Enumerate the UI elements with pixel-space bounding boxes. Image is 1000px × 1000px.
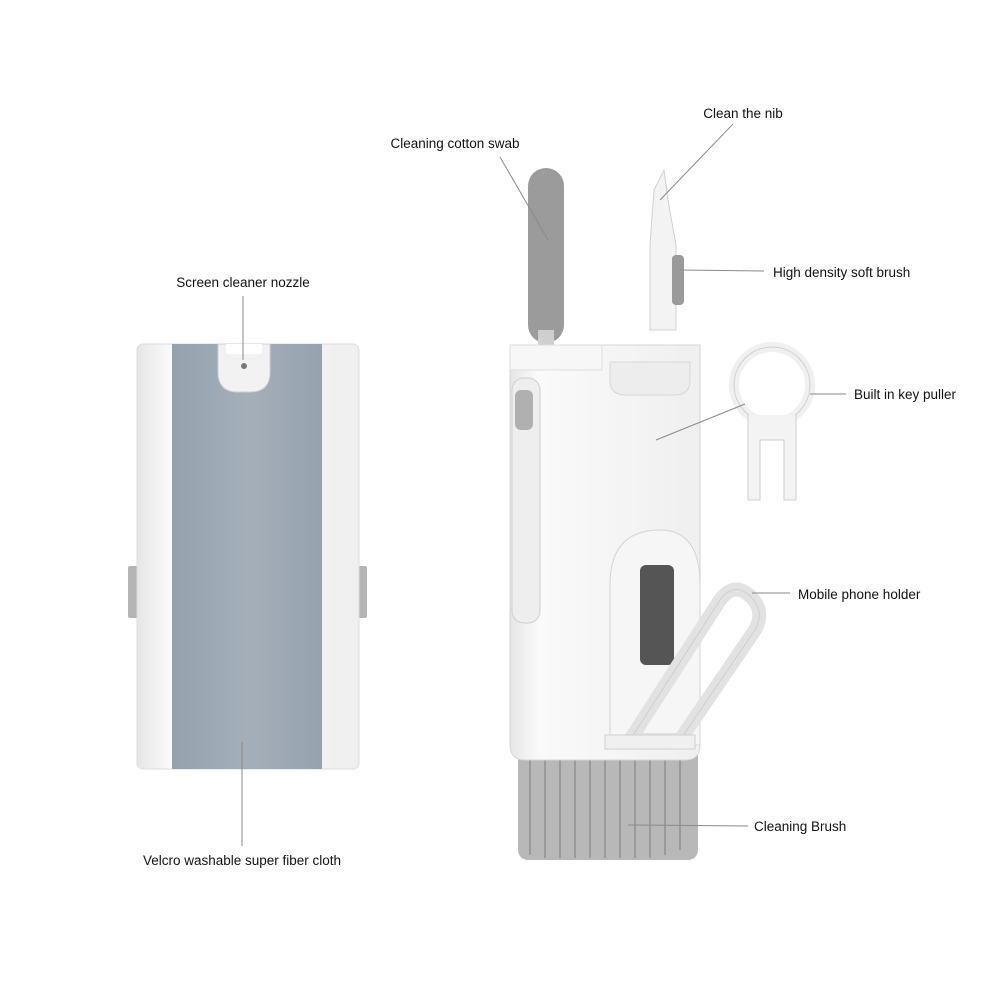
leader-lines bbox=[241, 123, 846, 846]
holder-base bbox=[604, 734, 696, 750]
label-phone-holder: Mobile phone holder bbox=[798, 587, 921, 602]
soft-brush bbox=[672, 255, 684, 305]
label-key-puller: Built in key puller bbox=[854, 387, 957, 402]
label-cleaning-brush: Cleaning Brush bbox=[754, 819, 846, 834]
top-lid-left bbox=[509, 344, 603, 371]
cotton-swab bbox=[528, 168, 564, 343]
pen-slot bbox=[609, 361, 691, 396]
nozzle-cap bbox=[226, 344, 262, 354]
side-slot bbox=[511, 377, 541, 624]
device-back-view bbox=[128, 343, 367, 770]
label-cotton-swab: Cleaning cotton swab bbox=[390, 136, 519, 151]
device-front-view bbox=[509, 168, 767, 860]
holder-hinge bbox=[640, 565, 674, 665]
label-clean-nib: Clean the nib bbox=[703, 106, 783, 121]
nozzle-hole bbox=[241, 363, 247, 369]
slider-grip bbox=[515, 390, 533, 430]
label-screen-cleaner-nozzle: Screen cleaner nozzle bbox=[176, 275, 310, 290]
nib-cleaner-pen bbox=[649, 168, 677, 331]
cleaning-brush bbox=[518, 740, 698, 860]
fiber-cloth bbox=[172, 344, 322, 769]
label-velcro-cloth: Velcro washable super fiber cloth bbox=[143, 853, 341, 868]
key-puller bbox=[729, 342, 815, 501]
label-soft-brush: High density soft brush bbox=[773, 265, 910, 280]
